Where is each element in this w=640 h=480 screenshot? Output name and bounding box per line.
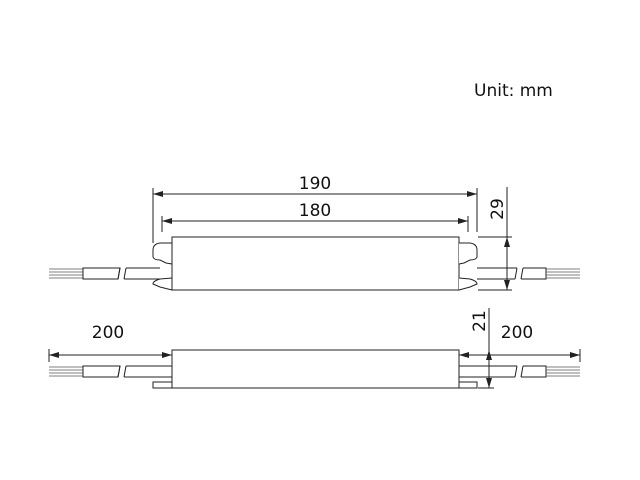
dim-29: 29 bbox=[478, 187, 512, 291]
dim-200-right: 200 bbox=[459, 323, 581, 362]
right-wire-side bbox=[459, 365, 580, 378]
driver-body-top bbox=[171, 236, 460, 291]
dim-21-label: 21 bbox=[470, 310, 490, 332]
dim-180-label: 180 bbox=[299, 201, 331, 221]
dim-200-right-label: 200 bbox=[501, 323, 533, 343]
dim-190-label: 190 bbox=[299, 174, 331, 194]
top-view: 190 180 29 bbox=[49, 174, 580, 291]
unit-label: Unit: mm bbox=[474, 81, 553, 101]
dim-200-left-label: 200 bbox=[92, 323, 124, 343]
side-view: 200 200 21 bbox=[48, 308, 581, 389]
left-wire bbox=[49, 267, 160, 280]
right-wire bbox=[477, 267, 580, 280]
dim-29-label: 29 bbox=[488, 198, 508, 220]
driver-body-side bbox=[171, 349, 460, 389]
dim-190: 190 bbox=[152, 174, 478, 243]
left-mounting-tab bbox=[152, 242, 173, 291]
right-mounting-tab bbox=[458, 242, 478, 291]
dim-200-left: 200 bbox=[48, 323, 172, 362]
dim-21: 21 bbox=[470, 308, 494, 389]
dim-180: 180 bbox=[161, 201, 469, 232]
left-wire-side bbox=[49, 365, 172, 378]
